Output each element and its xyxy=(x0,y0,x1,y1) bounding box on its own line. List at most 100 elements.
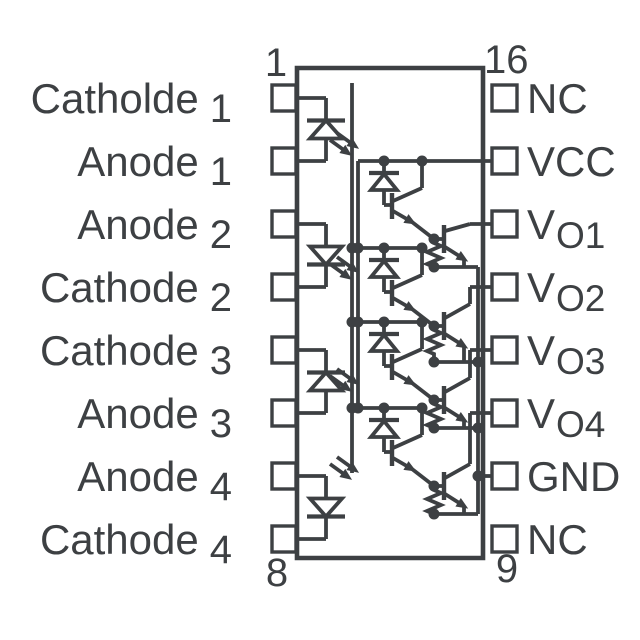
arrowhead xyxy=(339,268,353,280)
label-text: GND xyxy=(527,453,621,500)
label-subscript: O1 xyxy=(556,215,606,256)
label-vo3: VO3 xyxy=(527,327,605,383)
arrowhead xyxy=(339,380,353,392)
pin-pad-15 xyxy=(490,146,519,176)
dip-package-body xyxy=(294,65,486,561)
label-pin-digit: 2 xyxy=(209,213,232,257)
arrowhead xyxy=(346,373,360,385)
npn-transistor-icon xyxy=(444,222,471,233)
led-diode-icon xyxy=(305,369,347,393)
pin-pad-12 xyxy=(490,335,519,365)
junction-dot-icon xyxy=(428,480,440,492)
label-subscript: O2 xyxy=(556,278,606,319)
arrowhead xyxy=(339,468,353,480)
arrowhead xyxy=(346,261,360,273)
junction-dot-icon xyxy=(428,394,440,406)
pin-number-8: 8 xyxy=(265,551,289,595)
npn-transistor-icon xyxy=(392,347,423,364)
label-text: Anode xyxy=(77,390,199,437)
pin-pad-1 xyxy=(270,83,298,113)
label-subscript: O4 xyxy=(556,404,606,445)
junction-dot-icon xyxy=(352,316,364,328)
label-vcc: VCC xyxy=(527,139,616,185)
arrowhead xyxy=(339,144,353,156)
label-text: VCC xyxy=(527,138,616,185)
label-pin-digit: 4 xyxy=(209,465,232,509)
pin-pad-10 xyxy=(490,461,519,491)
junction-dot-icon xyxy=(428,233,440,245)
photodiode-icon xyxy=(367,417,401,439)
label-text: Anode xyxy=(77,201,199,248)
label-pin-digit: 3 xyxy=(209,402,232,446)
label-nc-top: NC xyxy=(527,76,588,122)
label-text: Catholde xyxy=(30,75,199,122)
junction-dot-icon xyxy=(378,316,390,328)
label-text: Anode xyxy=(77,138,199,185)
npn-transistor-icon xyxy=(444,376,471,394)
arrowhead xyxy=(346,137,360,149)
label-pin-digit: 2 xyxy=(209,276,232,320)
npn-transistor-icon xyxy=(392,273,423,290)
junction-dot-icon xyxy=(416,242,428,254)
junction-dot-icon xyxy=(428,261,440,273)
pin-pad-16 xyxy=(490,83,519,113)
junction-dot-icon xyxy=(378,155,390,167)
npn-transistor-icon xyxy=(444,302,471,320)
pin-pad-7 xyxy=(270,461,298,491)
junction-dot-icon xyxy=(428,356,440,368)
arrowhead xyxy=(346,461,360,473)
junction-dot-icon xyxy=(416,402,428,414)
label-vo2: VO2 xyxy=(527,264,605,320)
npn-transistor-icon xyxy=(444,462,471,480)
label-pin-digit: 4 xyxy=(209,528,232,572)
junction-dot-icon xyxy=(378,242,390,254)
label-text: V xyxy=(527,201,556,248)
photodiode-icon xyxy=(367,331,401,353)
led-diode-icon xyxy=(305,496,347,520)
pin-pad-14 xyxy=(490,209,519,239)
npn-transistor-icon xyxy=(392,433,423,450)
label-text: V xyxy=(527,327,556,374)
pin-pad-8 xyxy=(270,524,298,554)
label-vo4: VO4 xyxy=(527,390,605,446)
label-nc-bottom: NC xyxy=(527,517,588,563)
label-pin-digit: 1 xyxy=(209,150,232,194)
junction-dot-icon xyxy=(352,402,364,414)
junction-dot-icon xyxy=(352,242,364,254)
junction-dot-icon xyxy=(416,155,428,167)
label-text: V xyxy=(527,390,556,437)
label-text: Cathode xyxy=(39,327,199,374)
label-text: V xyxy=(527,264,556,311)
pin-number-1: 1 xyxy=(264,41,288,85)
pin-pad-4 xyxy=(270,272,298,302)
led-diode-icon xyxy=(305,244,347,268)
label-pin-digit: 1 xyxy=(209,87,232,131)
label-text: Cathode xyxy=(39,516,199,563)
label-text: NC xyxy=(527,516,588,563)
pin-pad-2 xyxy=(270,146,298,176)
pin-pad-5 xyxy=(270,335,298,365)
junction-dot-icon xyxy=(428,320,440,332)
label-gnd: GND xyxy=(527,454,620,500)
pin-number-16: 16 xyxy=(484,38,529,82)
pin-pad-13 xyxy=(490,272,519,302)
label-text: NC xyxy=(527,75,588,122)
pin-pad-11 xyxy=(490,398,519,428)
pin-pad-6 xyxy=(270,398,298,428)
pin-pad-9 xyxy=(490,524,519,554)
label-text: Cathode xyxy=(39,264,199,311)
label-pin-digit: 3 xyxy=(209,339,232,383)
pin-number-9: 9 xyxy=(495,547,519,591)
npn-transistor-icon xyxy=(392,186,423,203)
junction-dot-icon xyxy=(428,508,440,520)
label-text: Anode xyxy=(77,453,199,500)
junction-dot-icon xyxy=(378,402,390,414)
